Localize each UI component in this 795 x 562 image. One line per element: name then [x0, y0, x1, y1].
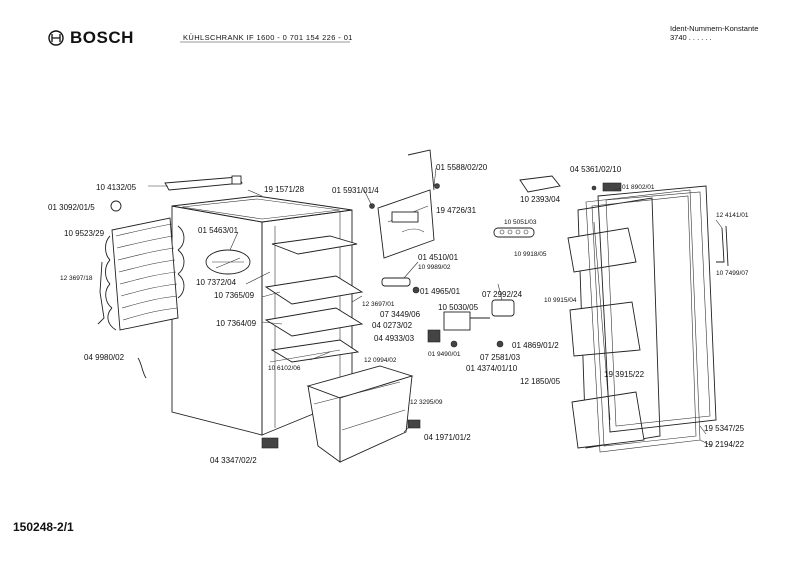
part-label: 19 2194/22	[704, 440, 745, 449]
glass-shelves	[264, 235, 364, 363]
part-label: 04 3347/02/2	[210, 456, 257, 465]
part-label: 01 4374/01/10	[466, 364, 518, 373]
document-title: KÜHLSCHRANK IF 1600 - 0 701 154 226 - 01	[183, 33, 353, 42]
foot-part	[261, 437, 279, 449]
part-label: 04 1971/01/2	[424, 433, 471, 442]
part-label: 12 3697/01	[362, 301, 395, 308]
brand-name: BOSCH	[70, 28, 134, 47]
part-label: 01 5463/01	[198, 226, 239, 235]
part-label: 19 4726/31	[436, 206, 477, 215]
part-label: 01 4510/01	[418, 253, 459, 262]
door-outer-panel	[597, 185, 717, 433]
part-label: 10 4132/05	[96, 183, 137, 192]
sheet-id: 150248-2/1	[13, 520, 74, 534]
drain-tube-part	[137, 357, 147, 379]
condenser-coil	[105, 217, 185, 331]
part-label: 01 5588/02/20	[436, 163, 488, 172]
part-label: 12 0994/02	[364, 357, 397, 364]
part-label: 10 7372/04	[196, 278, 237, 287]
ident-label: Ident-Nummern-Konstante	[670, 24, 759, 33]
ident-value: 3740 . . . . . .	[670, 33, 712, 42]
egg-tray-part	[493, 227, 535, 238]
crisper-drawer	[306, 365, 414, 463]
part-label: 01 9490/01	[428, 351, 461, 358]
part-label: 12 3295/09	[410, 399, 443, 406]
thermostat-bracket	[369, 149, 440, 259]
part-label: 01 5931/01/4	[332, 186, 379, 195]
thermostat-part	[443, 311, 471, 331]
part-label: 19 1571/28	[264, 185, 305, 194]
capillary-tube-part	[97, 261, 105, 325]
butter-lid-part	[519, 175, 561, 193]
screw-part-3	[412, 286, 420, 294]
part-label: 10 9523/29	[64, 229, 105, 238]
screw-part	[450, 340, 458, 348]
part-label: 10 7365/09	[214, 291, 255, 300]
part-label: 01 4869/01/2	[512, 341, 559, 350]
leader-lines	[148, 167, 723, 447]
part-label: 04 0273/02	[372, 321, 413, 330]
part-label: 07 2992/24	[482, 290, 523, 299]
switch-part	[491, 299, 515, 317]
lamp-cover-part	[381, 277, 411, 287]
door-handle-part	[716, 227, 725, 263]
part-label: 12 3697/18	[60, 275, 93, 282]
part-label: 04 4933/03	[374, 334, 415, 343]
part-label: 01 8902/01	[622, 184, 655, 191]
part-label: 12 4141/01	[716, 212, 749, 219]
top-trim-strip	[164, 175, 243, 191]
part-label: 10 9918/05	[514, 251, 547, 258]
part-label: 19 3915/22	[604, 370, 645, 379]
part-label: 10 2393/04	[520, 195, 561, 204]
ident-block: Ident-Nummern-Konstante 3740 . . . . . .	[670, 24, 758, 42]
part-label: 10 7364/09	[216, 319, 257, 328]
bosch-armature-logo-icon	[48, 30, 64, 46]
part-labels: 10 4132/05 01 3092/01/5 10 9523/29 12 36…	[48, 163, 749, 465]
brand-block: BOSCH	[48, 28, 134, 48]
part-label: 19 5347/25	[704, 424, 745, 433]
badge-part	[602, 182, 622, 192]
part-label: 10 9989/02	[418, 264, 451, 271]
hinge-small-part	[407, 419, 421, 429]
part-label: 01 4965/01	[420, 287, 461, 296]
part-label: 10 5030/05	[438, 303, 479, 312]
lamp-holder-part	[427, 329, 441, 343]
part-label: 10 9915/04	[544, 297, 577, 304]
part-label: 07 2581/03	[480, 353, 521, 362]
part-label: 10 6102/06	[268, 365, 301, 372]
part-label: 01 3092/01/5	[48, 203, 95, 212]
screw-part-2	[496, 340, 504, 348]
door-inner-liner	[567, 197, 661, 449]
part-label: 10 7499/07	[716, 270, 749, 277]
part-label: 10 5051/03	[504, 219, 537, 226]
grommet-part	[110, 200, 122, 212]
part-label: 04 5361/02/10	[570, 165, 622, 174]
part-label: 04 9980/02	[84, 353, 125, 362]
part-label: 07 3449/06	[380, 310, 421, 319]
part-label: 12 1850/05	[520, 377, 561, 386]
